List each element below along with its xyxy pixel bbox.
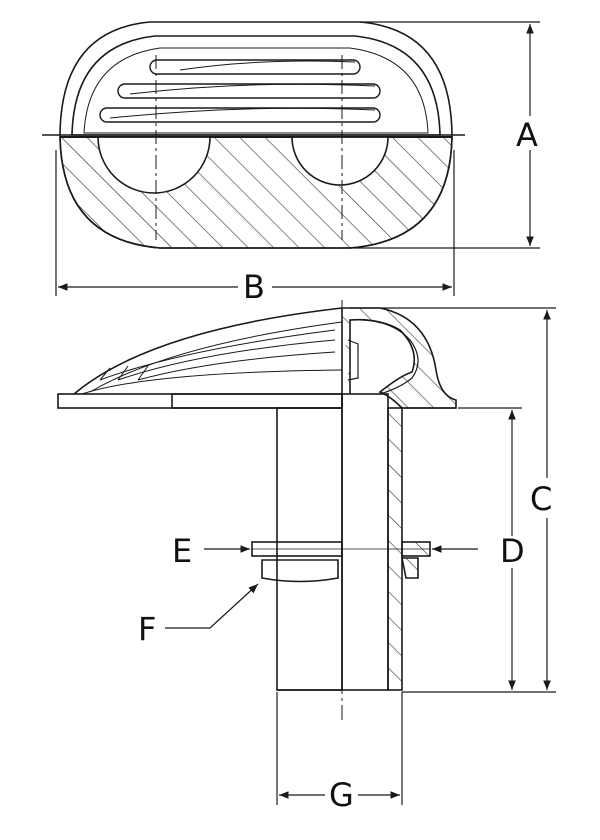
nut (261, 559, 339, 583)
label-f: F (138, 610, 156, 648)
dimension-d (458, 407, 522, 690)
dimension-b (55, 150, 455, 296)
flange (57, 393, 343, 409)
top-view-inner-outline (71, 35, 441, 136)
label-b: B (243, 268, 265, 306)
centre-lines (155, 55, 343, 240)
side-view (57, 300, 457, 720)
grille-slots (99, 59, 381, 123)
label-g: G (329, 776, 354, 814)
dimension-a (350, 21, 540, 249)
dimension-g (276, 692, 403, 805)
grille-cover (73, 307, 343, 395)
label-c: C (530, 480, 552, 518)
label-a: A (516, 116, 538, 154)
label-e: E (172, 532, 192, 570)
top-view (42, 21, 465, 249)
leader-f (165, 583, 259, 629)
dimension-c (350, 307, 556, 693)
label-d: D (500, 532, 525, 570)
